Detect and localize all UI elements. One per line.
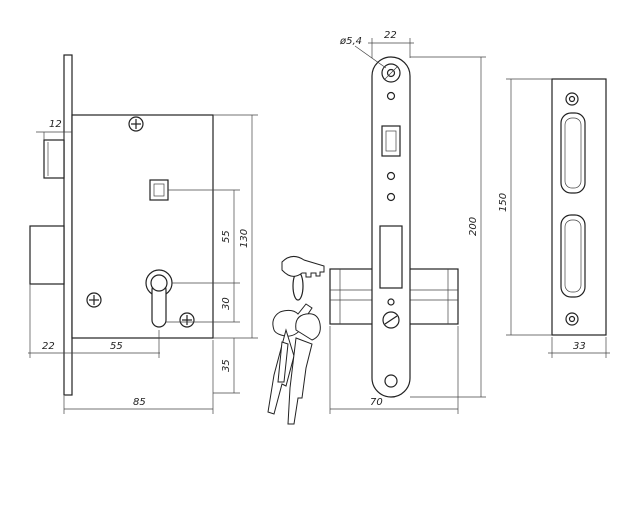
cylinder-keyhole-icon bbox=[145, 269, 173, 328]
upper-bolt-slot bbox=[381, 125, 401, 157]
dim-height: 130 bbox=[239, 229, 250, 248]
lock-body-view: 12 55 130 30 35 22 55 85 bbox=[28, 54, 258, 414]
dim-depth: 85 bbox=[133, 397, 146, 408]
main-bolt-slot bbox=[379, 225, 403, 289]
dim-strike-width: 33 bbox=[573, 341, 586, 352]
strike-upper-slot bbox=[560, 112, 586, 194]
screw-icon bbox=[128, 116, 144, 132]
upper-bolt bbox=[43, 139, 65, 179]
dim-strike-height: 150 bbox=[498, 193, 509, 212]
dim-faceplate-height: 200 bbox=[468, 217, 479, 236]
screw-icon bbox=[179, 312, 195, 328]
lock-faceplate-strip bbox=[63, 54, 73, 396]
faceplate-view: ø5,4 22 200 70 bbox=[329, 30, 486, 414]
dim-bottom-offset: 35 bbox=[221, 359, 232, 372]
screw-icon bbox=[86, 292, 102, 308]
dim-faceplate-width: 22 bbox=[384, 30, 397, 41]
main-bolt bbox=[29, 225, 65, 285]
dim-lower-offset: 30 bbox=[221, 297, 232, 310]
dim-bolt-thickness: 12 bbox=[49, 119, 62, 130]
dim-cylinder-width: 70 bbox=[370, 397, 383, 408]
spindle-square bbox=[149, 179, 169, 201]
dim-faceplate-offset: 22 bbox=[42, 341, 55, 352]
dim-hole-diameter: ø5,4 bbox=[339, 36, 362, 47]
dim-cylinder-spacing: 55 bbox=[221, 230, 232, 243]
dim-backset: 55 bbox=[110, 341, 123, 352]
lock-body-case bbox=[71, 114, 214, 339]
strike-plate-view: 150 33 bbox=[498, 78, 610, 358]
keys-icon bbox=[267, 256, 325, 425]
strike-lower-slot bbox=[560, 214, 586, 298]
